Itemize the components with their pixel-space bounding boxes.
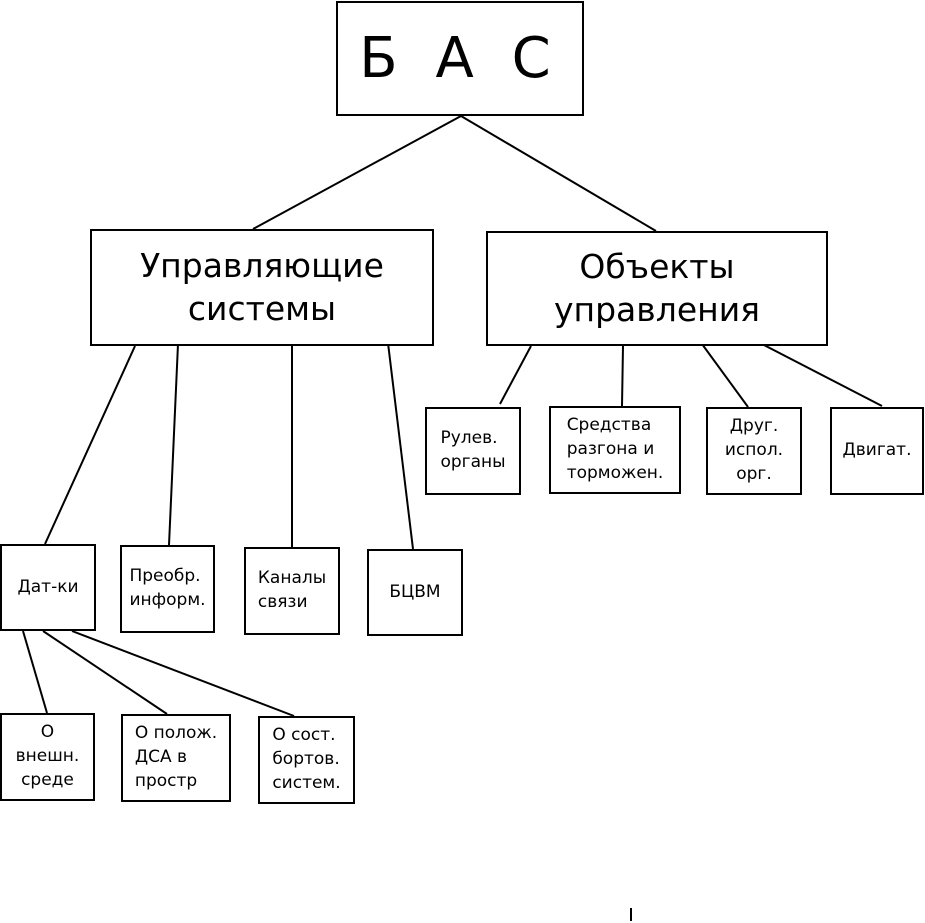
edge-objects-rudders (499, 345, 532, 405)
node-control-systems: Управляющие системы (90, 229, 434, 346)
edge-sensors-position (42, 630, 168, 715)
node-sensor-onboard-state: О сост. бортов. систем. (258, 716, 355, 804)
node-onboard-computer: БЦВМ (367, 549, 463, 636)
control-systems-label: Управляющие системы (140, 245, 384, 328)
node-info-converter: Преобр. информ. (120, 545, 215, 633)
onboard-state-label: О сост. бортов. систем. (272, 725, 341, 793)
node-control-objects: Объекты управления (486, 231, 828, 346)
root-node-bas: Б А С (336, 1, 584, 116)
accel-brake-label: Средства разгона и торможен. (566, 415, 664, 483)
node-comm-channels: Каналы связи (244, 547, 340, 635)
control-objects-label: Объекты управления (554, 246, 760, 329)
computer-label: БЦВМ (389, 581, 441, 602)
sensors-label: Дат-ки (17, 576, 79, 597)
edge-root-objects (460, 115, 657, 232)
edge-objects-engines (761, 343, 883, 407)
edge-objects-other (701, 343, 749, 408)
edge-control-computer (387, 342, 414, 550)
external-env-label: О внешн. среде (15, 722, 80, 790)
edge-sensors-env (22, 630, 48, 714)
node-sensor-external-env: О внешн. среде (0, 713, 95, 801)
edge-control-sensors (44, 345, 136, 545)
stray-tick-mark (630, 908, 632, 921)
edge-objects-accel (621, 345, 624, 407)
root-label: Б А С (359, 25, 561, 91)
node-sensor-position: О полож. ДСА в простр (121, 714, 231, 802)
channels-label: Каналы связи (257, 568, 327, 612)
node-other-actuators: Друг. испол. орг. (706, 407, 802, 495)
node-engines: Двигат. (830, 407, 924, 495)
engines-label: Двигат. (842, 440, 912, 461)
edge-root-control (252, 115, 462, 230)
other-actuators-label: Друг. испол. орг. (724, 416, 784, 484)
edge-sensors-state (71, 630, 295, 717)
rudders-label: Рулев. органы (440, 428, 506, 472)
node-sensors: Дат-ки (0, 544, 96, 631)
position-label: О полож. ДСА в простр (134, 723, 218, 791)
node-accel-brake: Средства разгона и торможен. (549, 406, 681, 494)
node-rudders: Рулев. органы (425, 407, 521, 495)
converter-label: Преобр. информ. (129, 566, 206, 610)
edge-control-converter (168, 343, 179, 546)
